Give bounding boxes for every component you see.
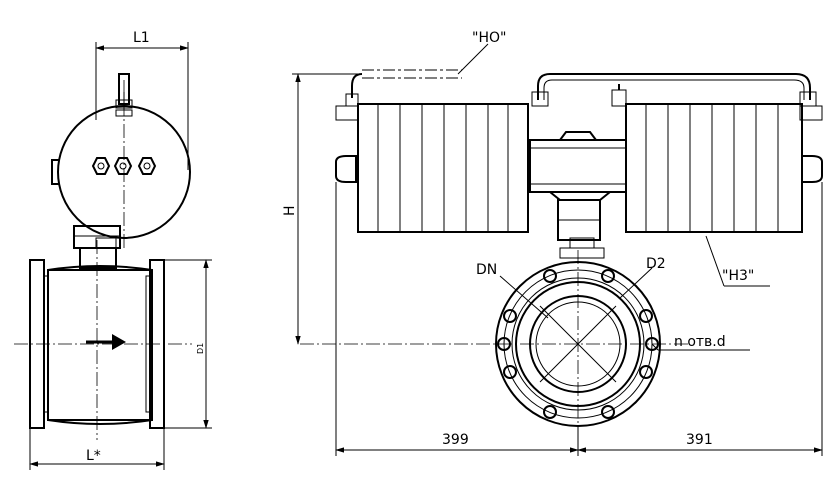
label-hz: "H3" [722,268,754,284]
dn-callout: DN [476,262,549,319]
side-view: L1 L* D1 [14,30,212,470]
label-d1: D1 [196,343,205,354]
right-converter-housing [625,103,823,233]
side-view-terminal-box [51,73,191,239]
ho-cable-callout: "HO" [351,30,506,98]
label-dim-left: 399 [442,432,469,448]
label-dim-right: 391 [686,432,713,448]
label-dn: DN [476,262,497,278]
left-converter-housing [335,93,529,233]
label-ho: "HO" [472,30,506,46]
holes-callout: n отв.d [651,334,750,351]
dimension-h: H [282,73,362,345]
label-d2: D2 [646,256,666,272]
label-n-holes: n отв.d [674,334,726,350]
dimension-l1: L1 [95,30,189,170]
central-terminal-head [529,131,627,259]
side-view-cable-glands [91,157,157,175]
dimension-d1: D1 [164,259,212,429]
hz-callout: "H3" [705,235,770,287]
dimension-bottom: 399 391 [335,182,823,456]
front-view: "HO" [282,30,823,456]
label-l-star: L* [86,448,101,464]
label-l1: L1 [133,30,150,46]
top-connecting-pipe [531,73,817,107]
dimension-l-star: L* [29,428,165,470]
flow-direction-arrow-icon [86,334,126,350]
label-h: H [282,205,298,216]
side-view-body [47,265,153,425]
d2-callout: D2 [619,256,666,299]
flange-bolt-holes [497,269,659,419]
